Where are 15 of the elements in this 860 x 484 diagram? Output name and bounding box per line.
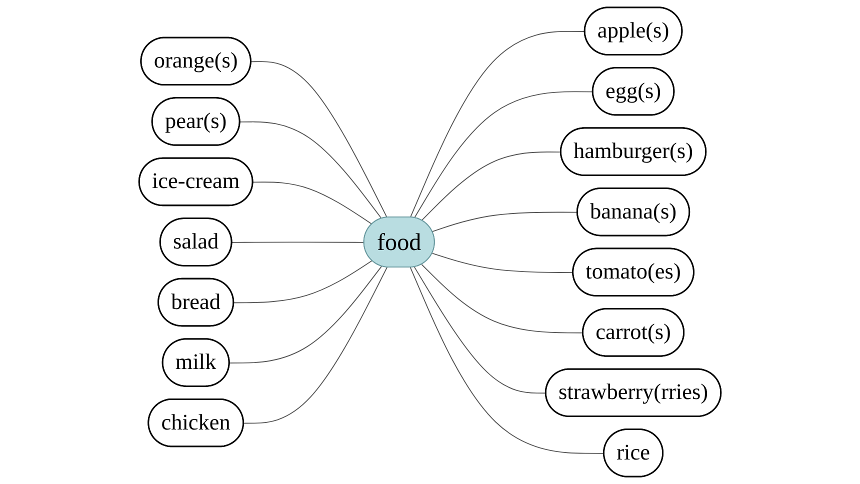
connector <box>243 266 388 424</box>
connector <box>252 182 373 225</box>
connector <box>233 260 373 304</box>
connector <box>232 242 365 243</box>
connector <box>414 91 594 218</box>
connector <box>432 212 578 232</box>
connector <box>432 252 574 274</box>
connector <box>414 266 547 394</box>
connector <box>240 121 382 220</box>
connector <box>410 267 605 454</box>
connector <box>421 264 584 334</box>
connector <box>421 152 562 221</box>
connector <box>250 61 388 218</box>
connector <box>229 266 382 364</box>
connector <box>410 30 586 218</box>
